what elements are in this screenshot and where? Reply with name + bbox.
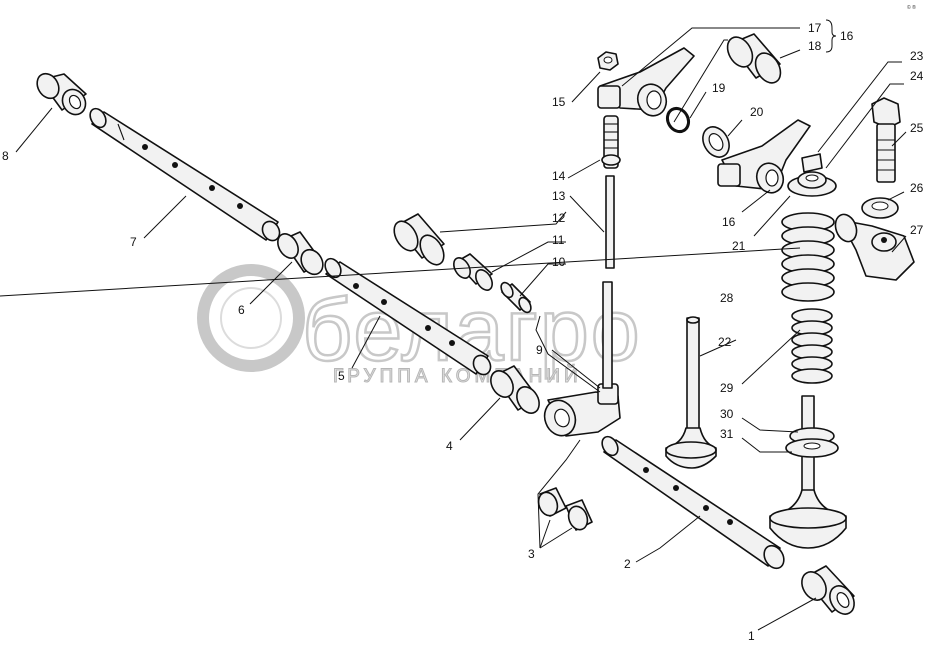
callout-20: 20 bbox=[750, 105, 764, 119]
callout-24: 24 bbox=[910, 69, 924, 83]
corner-mark: © ® bbox=[907, 4, 916, 11]
part-4-bushing bbox=[490, 365, 540, 414]
callout-10: 10 bbox=[552, 255, 566, 269]
part-31-valve-seal bbox=[785, 438, 839, 458]
part-6-spacer bbox=[277, 231, 324, 276]
callout-27: 27 bbox=[910, 223, 924, 237]
part-16-rocker-arm bbox=[717, 119, 811, 194]
part-18-bushing bbox=[726, 33, 782, 84]
callout-7: 7 bbox=[130, 235, 137, 249]
callout-1: 1 bbox=[748, 629, 755, 643]
callout-18: 18 bbox=[808, 39, 822, 53]
part-valve-exhaust bbox=[769, 395, 847, 549]
part-20-washer bbox=[702, 126, 730, 158]
callout-5: 5 bbox=[338, 369, 345, 383]
part-27-rocker-stand bbox=[834, 213, 915, 281]
callout-19: 19 bbox=[712, 81, 726, 95]
part-7-rocker-shaft bbox=[89, 107, 281, 242]
part-17-rocker-arm bbox=[597, 47, 695, 117]
part-25-bolt bbox=[871, 97, 901, 183]
part-28-outer-spring bbox=[781, 212, 835, 302]
callout-12: 12 bbox=[552, 211, 566, 225]
callout-6: 6 bbox=[238, 303, 245, 317]
callout-11: 11 bbox=[552, 233, 565, 247]
callout-17: 17 bbox=[808, 21, 822, 35]
part-10-pin bbox=[500, 281, 532, 314]
part-12-bushing bbox=[393, 213, 445, 266]
callout-21: 21 bbox=[732, 239, 746, 253]
callout-28: 28 bbox=[720, 291, 734, 305]
callout-15: 15 bbox=[552, 95, 566, 109]
callout-23: 23 bbox=[910, 49, 924, 63]
callout-29: 29 bbox=[720, 381, 734, 395]
watermark-ring bbox=[197, 264, 305, 372]
watermark-inner-ring bbox=[220, 287, 282, 349]
callout-2: 2 bbox=[624, 557, 631, 571]
watermark-subtitle: ГРУППА КОМПАНИЙ bbox=[333, 365, 582, 387]
callout-14: 14 bbox=[552, 169, 566, 183]
callout-3: 3 bbox=[528, 547, 535, 561]
part-21-spring-retainer bbox=[787, 171, 837, 197]
callout-31: 31 bbox=[720, 427, 734, 441]
part-15-nut bbox=[597, 51, 619, 71]
callout-22: 22 bbox=[718, 335, 732, 349]
part-22-intake-valve bbox=[665, 316, 717, 469]
part-29-inner-spring bbox=[791, 308, 833, 384]
leader-lines bbox=[0, 19, 907, 631]
callout-4: 4 bbox=[446, 439, 453, 453]
part-3-bushings bbox=[537, 487, 593, 531]
part-14-adjusting-screw bbox=[601, 115, 621, 169]
part-5-rocker-shaft bbox=[324, 257, 492, 376]
part-26-washer bbox=[861, 197, 899, 219]
part-13-push-rod bbox=[602, 175, 615, 389]
part-1-bushing bbox=[801, 565, 855, 615]
callout-16-group: 16 bbox=[840, 29, 854, 43]
callout-16: 16 bbox=[722, 215, 736, 229]
part-19-snap-ring bbox=[665, 106, 691, 134]
callout-9: 9 bbox=[536, 343, 543, 357]
part-2-rocker-shaft bbox=[601, 435, 785, 570]
callout-30: 30 bbox=[720, 407, 734, 421]
part-9-rocker-arm bbox=[543, 383, 621, 437]
callout-25: 25 bbox=[910, 121, 924, 135]
callout-8: 8 bbox=[2, 149, 9, 163]
callout-labels: 1 2 3 4 5 6 7 8 9 10 11 12 13 14 15 16 1… bbox=[2, 21, 924, 643]
part-8-bushing bbox=[36, 72, 87, 116]
part-24-cap bbox=[801, 153, 823, 173]
callout-13: 13 bbox=[552, 189, 566, 203]
callout-26: 26 bbox=[910, 181, 924, 195]
